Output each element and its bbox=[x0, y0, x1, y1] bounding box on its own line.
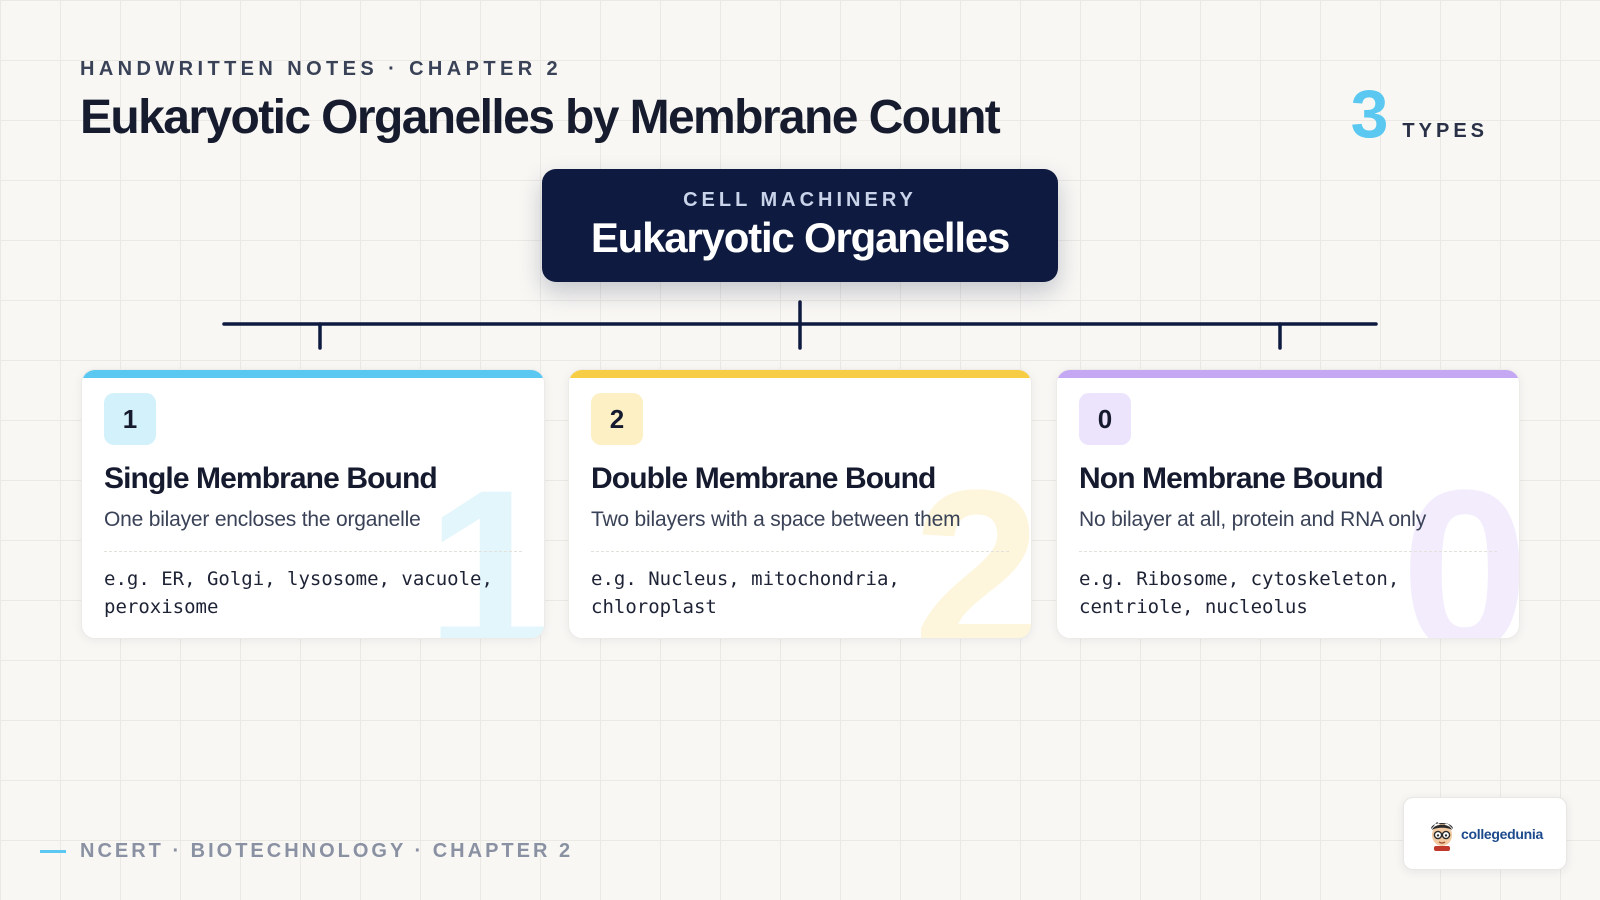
card-subtitle: Two bilayers with a space between them bbox=[591, 508, 961, 531]
card-accent-bar bbox=[1057, 370, 1519, 378]
card-count-badge: 1 bbox=[104, 393, 156, 445]
card-count-badge: 2 bbox=[591, 393, 643, 445]
card-subtitle: One bilayer encloses the organelle bbox=[104, 508, 421, 531]
type-count: 3 TYPES bbox=[1351, 80, 1488, 148]
card-divider bbox=[104, 551, 522, 552]
card-divider bbox=[591, 551, 1009, 552]
type-count-number: 3 bbox=[1350, 76, 1389, 152]
card-watermark-number: 0 bbox=[1401, 442, 1520, 639]
eyebrow-label: HANDWRITTEN NOTES · CHAPTER 2 bbox=[80, 58, 563, 80]
card-watermark-number: 1 bbox=[426, 442, 545, 639]
card-examples: e.g. Nucleus, mitochondria, chloroplast bbox=[591, 568, 900, 618]
footer-accent-line bbox=[40, 850, 66, 853]
brand-logo-text: collegedunia bbox=[1461, 825, 1543, 842]
brand-logo[interactable]: collegedunia bbox=[1403, 797, 1567, 870]
footer: NCERT · BIOTECHNOLOGY · CHAPTER 2 bbox=[40, 840, 573, 863]
card-title: Non Membrane Bound bbox=[1079, 462, 1384, 495]
card-accent-bar bbox=[569, 370, 1031, 378]
student-mascot-icon bbox=[1431, 821, 1453, 851]
card-examples: e.g. ER, Golgi, lysosome, vacuole, perox… bbox=[104, 568, 493, 618]
card-title: Double Membrane Bound bbox=[591, 462, 936, 495]
card-watermark-number: 2 bbox=[913, 442, 1032, 639]
card-divider bbox=[1079, 551, 1497, 552]
footer-label: NCERT · BIOTECHNOLOGY · CHAPTER 2 bbox=[80, 840, 574, 862]
card-examples: e.g. Ribosome, cytoskeleton, centriole, … bbox=[1079, 568, 1400, 618]
card-count-badge: 0 bbox=[1079, 393, 1131, 445]
page-title: Eukaryotic Organelles by Membrane Count bbox=[80, 91, 1001, 144]
root-node-kicker: CELL MACHINERY bbox=[683, 189, 917, 211]
root-node-title: Eukaryotic Organelles bbox=[590, 214, 1011, 261]
root-node: CELL MACHINERY Eukaryotic Organelles bbox=[542, 169, 1058, 282]
card-subtitle: No bilayer at all, protein and RNA only bbox=[1079, 508, 1427, 531]
card-accent-bar bbox=[82, 370, 544, 378]
type-count-label: TYPES bbox=[1402, 120, 1488, 142]
card-title: Single Membrane Bound bbox=[104, 462, 438, 495]
